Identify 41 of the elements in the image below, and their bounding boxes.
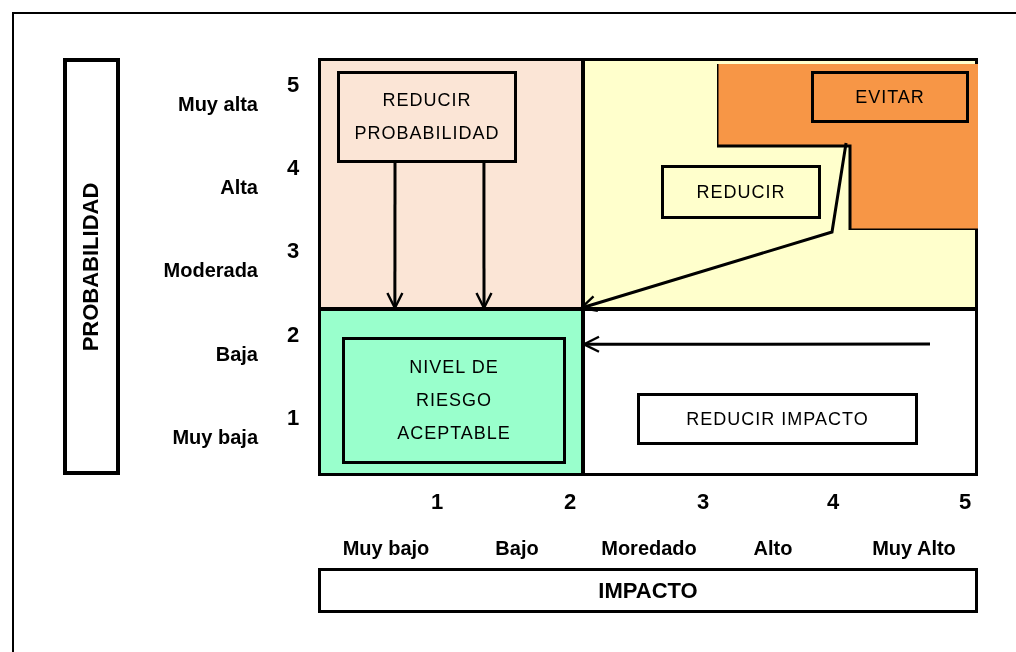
probability-level: 2 — [286, 322, 300, 348]
arrow — [386, 160, 404, 310]
strategy-box — [661, 165, 821, 219]
strategy-label: NIVEL DE RIESGO ACEPTABLE — [396, 356, 512, 445]
arrow — [580, 142, 848, 313]
impact-level: 5 — [958, 489, 972, 515]
strategy-box — [337, 71, 517, 163]
impact-level: 4 — [826, 489, 840, 515]
axis-title: PROBABILIDAD — [78, 182, 105, 351]
impact-zone — [582, 308, 978, 476]
axis-box — [63, 58, 120, 475]
impact-level: 3 — [696, 489, 710, 515]
probability-level: 3 — [286, 238, 300, 264]
impact-level: 2 — [563, 489, 577, 515]
probability-label: Baja — [215, 342, 258, 366]
impact-level: 1 — [430, 489, 444, 515]
probability-label: Muy baja — [172, 425, 258, 449]
probability-label: Alta — [220, 175, 258, 199]
probability-level: 5 — [286, 72, 300, 98]
probability-zone — [318, 58, 584, 310]
strategy-box — [637, 393, 918, 445]
reduce-zone — [582, 58, 978, 310]
arrow — [475, 160, 493, 310]
acceptable-zone — [318, 308, 584, 476]
probability-label: Muy alta — [177, 92, 258, 116]
impact-label: Alto — [753, 536, 793, 560]
strategy-box — [811, 71, 969, 123]
strategy-label: EVITAR — [855, 85, 925, 109]
strategy-box — [342, 337, 566, 464]
probability-level: 1 — [286, 405, 300, 431]
axis-title: IMPACTO — [598, 577, 698, 604]
impact-label: Bajo — [495, 536, 539, 560]
strategy-label: REDUCIR IMPACTO — [686, 407, 869, 431]
probability-label: Moderada — [163, 258, 258, 282]
probability-level: 4 — [286, 155, 300, 181]
arrow — [582, 335, 930, 353]
impact-label: Muy bajo — [342, 536, 430, 560]
impact-label: Muy Alto — [872, 536, 956, 560]
strategy-label: REDUCIR PROBABILIDAD — [353, 89, 501, 145]
impact-label: Moredado — [601, 536, 697, 560]
axis-box — [318, 568, 978, 613]
